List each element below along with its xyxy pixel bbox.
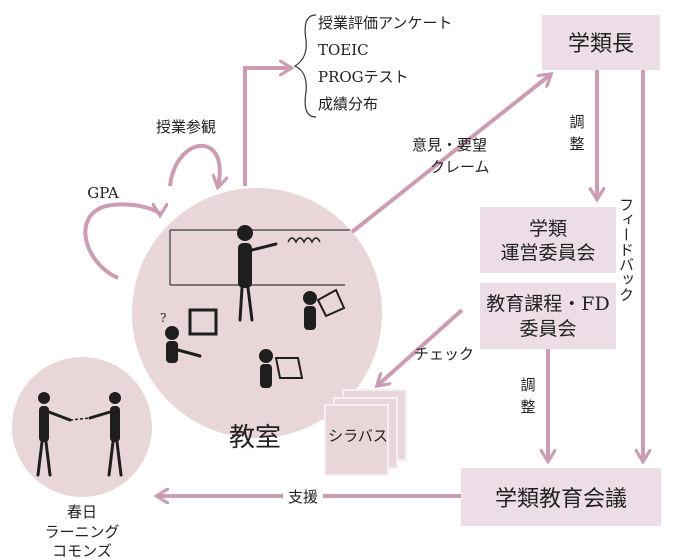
management-committee-label-2: 運営委員会 [500,242,595,264]
evaluation-item: 授業評価アンケート [318,14,452,32]
opinion-arrow [350,75,550,234]
fd-committee-label-2: 委員会 [519,318,576,340]
kasuga-label-line2: ラーニング [44,523,119,541]
management-committee-label-1: 学類 [529,218,567,240]
fd-committee-label-1: 教育課程・FD [486,293,609,315]
classroom-circle [132,188,382,438]
opinion-label-line2: クレーム [430,158,490,176]
scribble [287,237,321,244]
learning-commons-circle [12,357,152,497]
council-box [461,468,661,526]
adjust-label-1a: 調 [569,113,584,131]
management-committee-box [480,207,616,273]
adjust-label-1b: 整 [569,135,584,153]
dean-box [542,15,660,70]
classroom-label: 教室 [229,423,281,453]
feedback-label: フィードバック [617,197,635,302]
support-label-bg [283,485,323,507]
check-arrow [378,308,464,385]
support-label: 支援 [288,488,318,506]
observation-loop-arrow [168,143,220,186]
dean-label: 学類長 [568,32,634,57]
syllabus-stack [324,389,407,476]
check-label: チェック [414,345,474,363]
question-mark: ? [160,311,166,325]
evaluation-item: 成績分布 [318,95,378,113]
evaluation-brace [293,14,317,118]
teacher-figure [237,225,278,322]
kasuga-label-line3: コモンズ [52,542,112,560]
evaluation-list: 授業評価アンケート TOEIC PROGテスト 成績分布 [318,14,452,113]
adjust-label-2b: 整 [520,398,535,416]
to-evaluation-arrow [243,68,290,186]
evaluation-item: PROGテスト [318,68,409,86]
syllabus-label: シラバス [328,427,388,445]
two-people-figure [36,392,123,477]
gpa-loop-arrow [83,202,160,280]
classroom-illustration: ? [132,188,382,438]
evaluation-item: TOEIC [318,41,369,59]
adjust-label-2a: 調 [520,376,535,394]
observation-label: 授業参観 [156,118,216,136]
gpa-label: GPA [87,184,119,202]
council-label: 学類教育会議 [495,487,627,512]
opinion-label-line1: 意見・要望 [412,136,487,154]
learning-commons-illustration [12,357,152,497]
fd-committee-box [480,283,616,349]
student-figures [165,288,346,388]
kasuga-label-line1: 春日 [67,503,97,521]
